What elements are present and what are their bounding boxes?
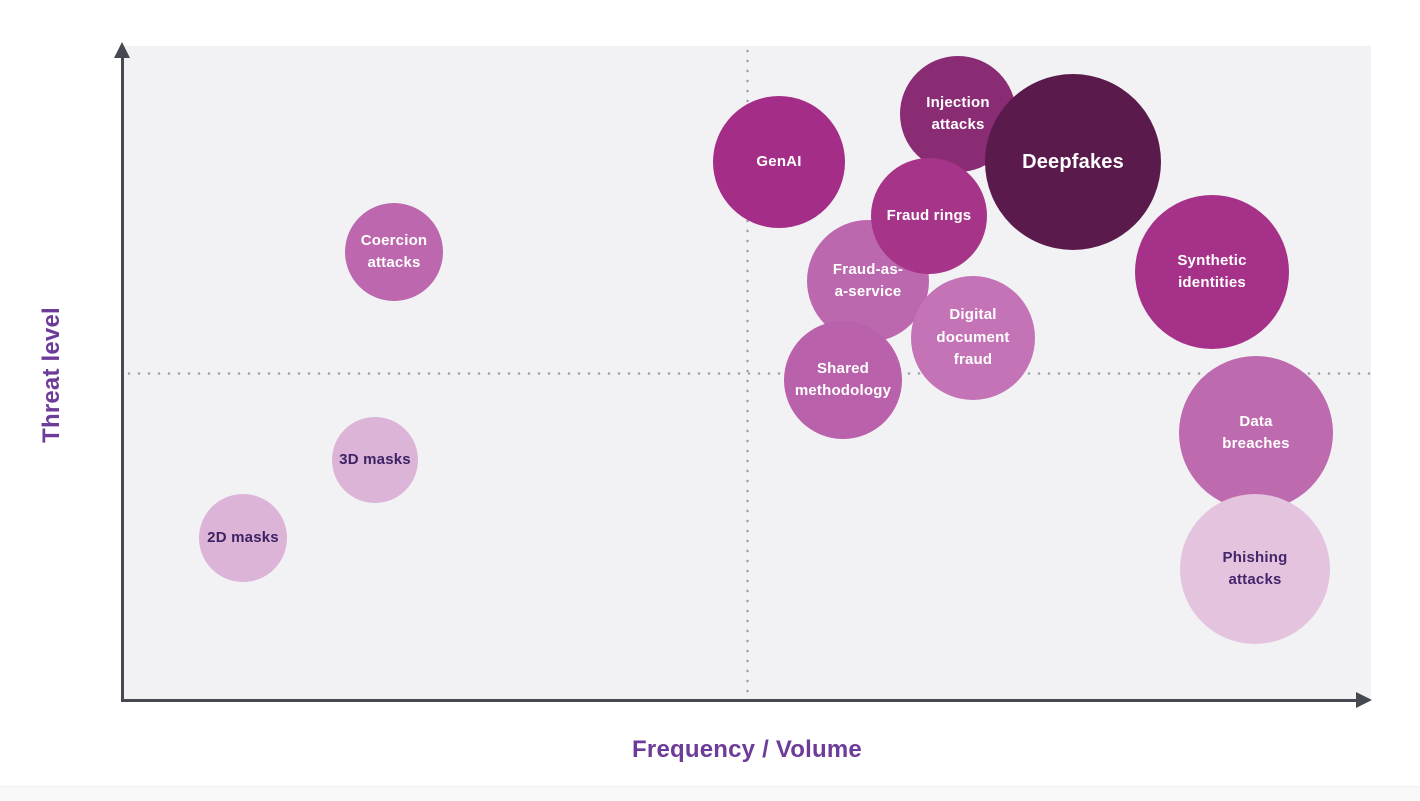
bubble-synthetic-identities: Synthetic identities — [1135, 195, 1289, 349]
bubble-label: Synthetic identities — [1177, 251, 1247, 292]
bubble-digital-document-fraud: Digital document fraud — [911, 276, 1035, 400]
bubble-label: Injection attacks — [926, 93, 990, 134]
bubble-fraud-as-a-service: Fraud-as- a-service — [807, 220, 929, 342]
footer-strip — [0, 786, 1420, 801]
bubble-fraud-rings: Fraud rings — [871, 158, 987, 274]
x-axis-line — [121, 699, 1358, 702]
bubble-label: Phishing attacks — [1222, 548, 1288, 589]
bubble-label: GenAI — [756, 152, 802, 170]
bubble-shared-methodology: Shared methodology — [784, 321, 902, 439]
bubble-label: Digital document fraud — [936, 306, 1010, 369]
bubble-3d-masks: 3D masks — [332, 417, 418, 503]
bubble-label: Shared methodology — [794, 359, 892, 400]
bubble-label: 3D masks — [339, 450, 411, 468]
quadrant-divider-vertical — [746, 46, 749, 701]
bubble-label: Deepfakes — [1022, 151, 1124, 173]
bubble-label: Data breaches — [1222, 412, 1290, 453]
bubble-label: Fraud-as- a-service — [832, 260, 904, 301]
bubble-deepfakes: Deepfakes — [985, 74, 1161, 250]
bubble-coercion-attacks: Coercion attacks — [345, 203, 443, 301]
bubble-genai: GenAI — [713, 96, 845, 228]
bubble-2d-masks: 2D masks — [199, 494, 287, 582]
bubble-label: 2D masks — [207, 528, 279, 546]
y-axis-line — [121, 56, 124, 701]
bubble-data-breaches: Data breaches — [1179, 356, 1333, 510]
bubble-phishing-attacks: Phishing attacks — [1180, 494, 1330, 644]
bubble-label: Coercion attacks — [360, 231, 428, 272]
x-axis-arrow-icon — [1356, 692, 1372, 708]
y-axis-arrow-icon — [114, 42, 130, 58]
x-axis-label: Frequency / Volume — [632, 736, 862, 763]
bubble-label: Fraud rings — [886, 206, 972, 224]
